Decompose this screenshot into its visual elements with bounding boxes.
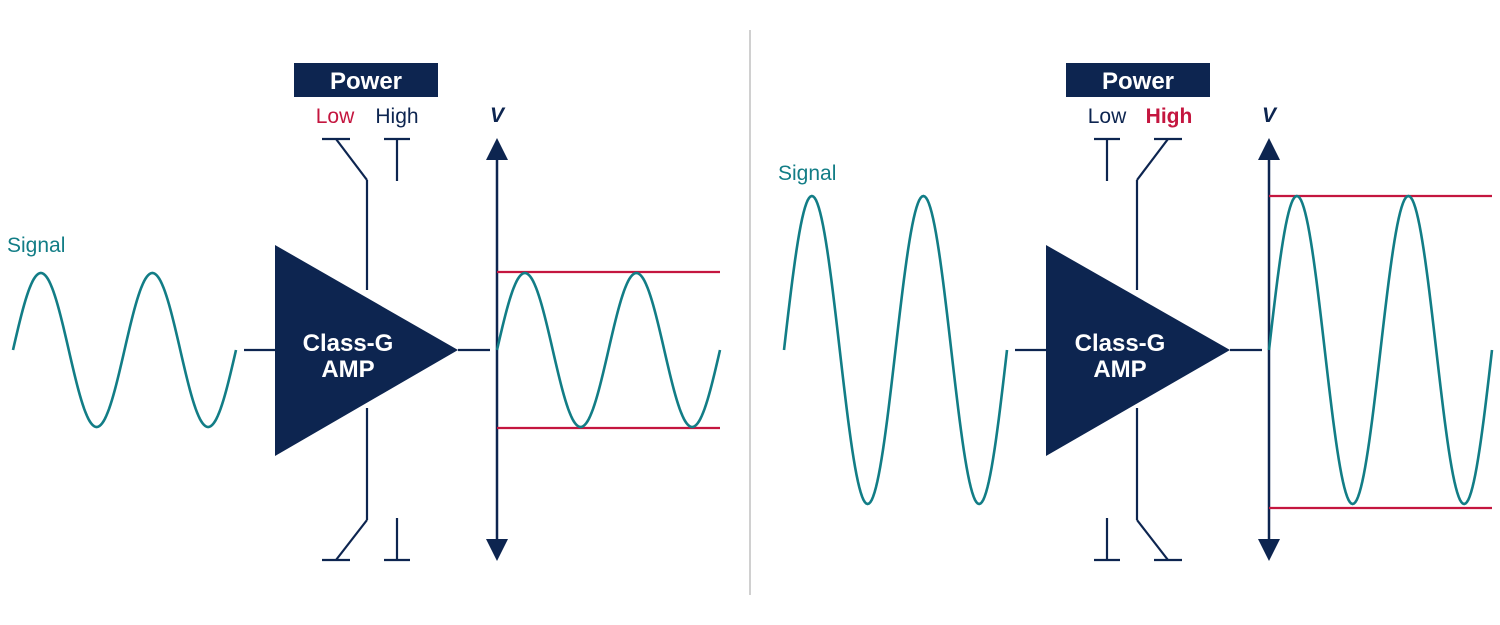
power-label: Power (330, 68, 402, 95)
input-signal-label: Signal (778, 162, 836, 185)
switch-low-label: Low (316, 105, 355, 128)
input-signal-wave (782, 194, 1009, 506)
amp-label-line1: Class-G (1075, 330, 1166, 357)
switch-high-label: High (375, 105, 418, 128)
power-box (1066, 63, 1210, 97)
input-signal-wave (11, 271, 238, 429)
amplifier-triangle (1046, 245, 1230, 456)
voltage-axis-arrow-up (486, 138, 508, 160)
voltage-axis-arrow-up (1258, 138, 1280, 160)
switch-top-blade (335, 138, 368, 181)
input-signal-label: Signal (7, 234, 65, 257)
switch-bottom-blade (1136, 519, 1169, 561)
voltage-axis-arrow-down (486, 539, 508, 561)
amplifier-triangle (275, 245, 458, 456)
power-label: Power (1102, 68, 1174, 95)
voltage-axis-arrow-down (1258, 539, 1280, 561)
output-signal-wave (1267, 194, 1494, 506)
amp-label-line2: AMP (1093, 356, 1146, 383)
switch-bottom-blade (335, 519, 368, 561)
switch-top-blade (1136, 138, 1169, 181)
switch-high-label: High (1146, 105, 1193, 128)
voltage-axis-label: V (490, 104, 506, 127)
amp-label-line2: AMP (321, 356, 374, 383)
voltage-axis-label: V (1262, 104, 1278, 127)
amp-label-line1: Class-G (303, 330, 394, 357)
panel-high-power: Signal Class-G AMP Power Low High V (778, 63, 1494, 562)
output-signal-wave (495, 271, 722, 429)
switch-low-label: Low (1088, 105, 1127, 128)
power-box (294, 63, 438, 97)
panel-low-power: Signal Class-G AMP Power Low High V (7, 63, 722, 562)
